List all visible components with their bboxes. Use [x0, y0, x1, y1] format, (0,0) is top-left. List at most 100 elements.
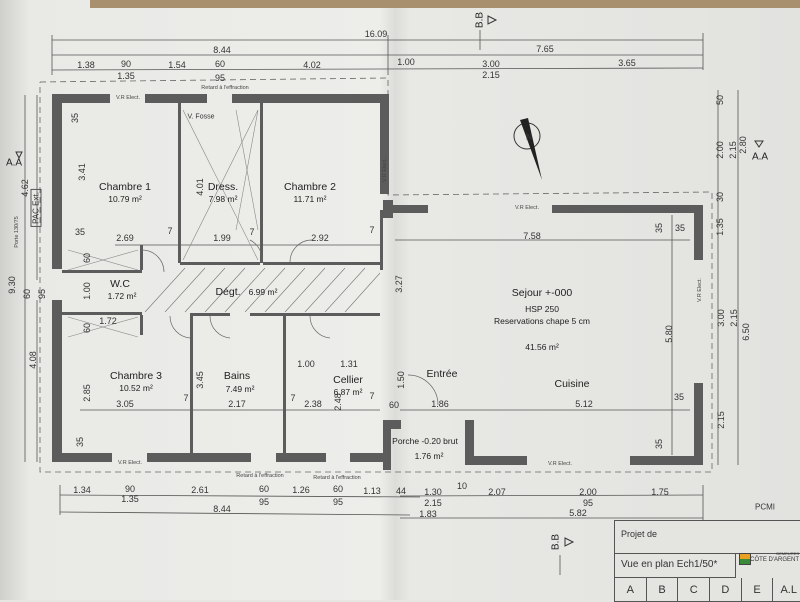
retard-label-bottom-1: Retard à l'effraction	[236, 473, 284, 479]
section-bb-top: B.B	[474, 11, 486, 29]
room-area: 7.49 m²	[225, 384, 255, 394]
revision-cell-a: A	[615, 578, 647, 601]
room-wc: W.C	[110, 278, 130, 290]
dim: 90	[124, 484, 136, 494]
room-area: 6.99 m²	[248, 287, 278, 297]
pcmi-label: PCMI	[755, 502, 775, 512]
dim: 4.08	[28, 351, 38, 369]
dim: 1.00	[397, 57, 415, 67]
room-dress: Dress.	[207, 181, 239, 193]
dim: 1.38	[77, 60, 95, 70]
title-block: Projet de Vue en plan Ech1/50* DEMEURES …	[614, 520, 800, 602]
dim: 7	[183, 393, 189, 403]
dim: 1.34	[73, 485, 91, 495]
dim: 2.15	[716, 411, 726, 429]
room-cellier: Cellier	[333, 374, 363, 386]
dim: 3.27	[394, 275, 404, 293]
dim: 2.00	[715, 141, 725, 159]
section-bb-bottom: B.B	[550, 533, 562, 551]
dim: 95	[214, 73, 226, 83]
dim: 1.54	[168, 60, 186, 70]
dim: 7.58	[523, 231, 541, 241]
dim: 1.50	[396, 371, 406, 389]
room-area: 6.87 m²	[333, 387, 363, 397]
dim: 60	[388, 400, 400, 410]
dim: 35	[654, 222, 664, 234]
vr-label: V.R Elect.	[548, 461, 572, 467]
room-hsp: HSP 250	[525, 304, 559, 314]
dim: 2.00	[579, 487, 597, 497]
dim: 60	[258, 484, 270, 494]
room-degt: Dégt.	[215, 286, 241, 298]
dim: 2.80	[738, 136, 748, 154]
dim: 60	[332, 484, 344, 494]
vr-label: V.R Elect.	[515, 205, 539, 211]
dim: 4.02	[303, 60, 321, 70]
north-label: N	[526, 132, 532, 142]
dim: 3.00	[716, 309, 726, 327]
logo-icon	[739, 553, 751, 565]
dimension-lines	[24, 30, 739, 575]
door-swings	[141, 239, 439, 406]
dim: 2.92	[311, 233, 329, 243]
dim: 2.07	[488, 487, 506, 497]
revision-cell-d: D	[710, 578, 742, 601]
dim: 2.15	[728, 141, 738, 159]
dim: 95	[37, 288, 47, 300]
dim: 60	[214, 59, 226, 69]
table-surface	[90, 0, 800, 8]
dim: 60	[22, 288, 32, 300]
dim: 5.80	[664, 325, 674, 343]
room-area: 10.79 m²	[108, 194, 142, 204]
dim: 50	[715, 94, 725, 106]
dim: 1.13	[363, 486, 381, 496]
dim: 1.26	[292, 485, 310, 495]
revision-cell-b: B	[647, 578, 679, 601]
dim: 7	[249, 227, 255, 237]
room-area: 11.71 m²	[293, 194, 327, 204]
dim: 1.35	[117, 71, 135, 81]
dim: 5.12	[575, 399, 593, 409]
dim: 30	[715, 191, 725, 203]
dim: 7	[167, 226, 173, 236]
vr-label: V.R Elect.	[382, 158, 388, 182]
room-chambre-3: Chambre 3	[110, 370, 162, 382]
dim: 35	[74, 227, 86, 237]
dim: 2.15	[482, 70, 500, 80]
view-scale-label: Vue en plan Ech1/50*	[621, 559, 718, 570]
dim: 2.38	[304, 399, 322, 409]
room-chambre-2: Chambre 2	[284, 181, 336, 193]
room-area: 7.98 m²	[208, 194, 238, 204]
dim: 2.17	[228, 399, 246, 409]
retard-label-top: Retard à l'effraction	[201, 85, 249, 91]
brand-name: CÔTE D'ARGENT	[750, 557, 799, 563]
revision-cell-al: A.L	[773, 578, 800, 601]
room-area: 41.56 m²	[525, 342, 559, 352]
dim: 1.35	[121, 494, 139, 504]
dim: 3.05	[116, 399, 134, 409]
property-outline	[39, 77, 713, 473]
room-porche: Porche -0.20 brut	[392, 436, 458, 446]
dim: 35	[75, 436, 85, 448]
section-aa-left: A.A	[5, 157, 23, 169]
revision-cell-c: C	[678, 578, 711, 601]
dim: 35	[673, 392, 685, 402]
dim: 3.00	[482, 59, 500, 69]
section-aa-right: A.A	[751, 151, 769, 163]
room-cuisine: Cuisine	[554, 378, 590, 390]
section-markers	[15, 15, 764, 547]
revision-cells: A B C D E A.L	[615, 578, 800, 601]
dim: 8.44	[213, 504, 231, 514]
room-area: 1.72 m²	[107, 291, 137, 301]
dim: 1.30	[424, 487, 442, 497]
dim: 1.86	[431, 399, 449, 409]
hallway-hatching	[144, 267, 381, 313]
dim: 3.41	[77, 163, 87, 181]
dim: 3.65	[618, 58, 636, 68]
porte-label: Porte 130/75	[14, 216, 20, 248]
dim: 1.83	[419, 509, 437, 519]
north-arrow-icon	[513, 118, 542, 180]
dim: 2.15	[729, 309, 739, 327]
dim: 95	[332, 497, 344, 507]
